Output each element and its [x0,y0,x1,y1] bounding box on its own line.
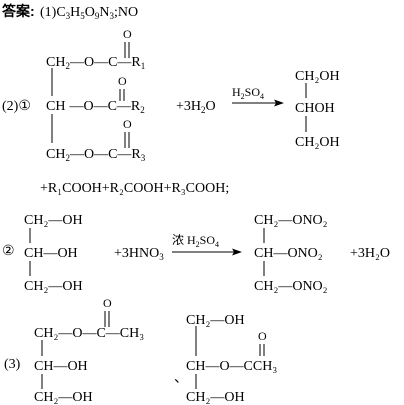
part2-label: (2)① [2,99,31,114]
carbonyl-o-3: O [123,117,132,131]
part2b-nitration: ② CH₂—OH CH—OH CH₂—OH +3HNO3 浓 H2SO4 CH₂… [2,213,390,294]
monoester2-row-1: CH₂—OH [186,313,245,328]
monoester1-row-1: CH₂—O—C—CH₃ [34,326,144,341]
monoester2-carbonyl-o: O [258,329,267,343]
monoester2-row-2: CH—O—CCH₃ [186,359,277,374]
fat-row-1: CH2—O—C—R1 [46,55,145,71]
reaction-arrowhead-1 [274,99,284,107]
water-reagent: +3H2O [176,99,216,115]
reaction-arrowhead-2 [232,248,242,256]
nitration-left-row-3: CH₂—OH [24,279,83,294]
nitration-water-product: +3H₂O [350,246,390,261]
nitration-left-row-1: CH₂—OH [24,213,83,228]
fat-row-3: CH2—O—C—R3 [46,147,146,163]
nitration-left-row-2: CH—OH [24,246,78,261]
carbonyl-o-1: O [123,27,132,41]
arrow-catalyst-1: H2SO4 [232,85,264,101]
nitration-right-row-2: CH—ONO₂ [254,246,323,261]
answer-header: 答案: (1)C3H5O9N3;NO [2,3,138,21]
carbonyl-o-2: O [118,74,127,88]
arrow-catalyst-2: 浓 H2SO4 [172,233,219,249]
part3-monoesters: (3) O CH₂—O—C—CH₃ CH—OH CH₂—OH 、 CH₂—OH … [4,296,277,405]
nitration-right-row-1: CH₂—ONO₂ [254,213,328,228]
glycerol-row-3: CH₂OH [295,135,340,150]
part2-fat-hydrolysis: (2)① O O O CH2—O—C—R1 CH—O—C—R2 CH2—O—C—… [2,27,340,196]
monoester2-row-3: CH₂—OH [186,390,245,405]
monoester1-carbonyl-o: O [103,296,112,310]
fatty-acids-products: +R₁COOH+R₂COOH+R₃COOH; [40,181,229,196]
monoester1-row-2: CH—OH [34,359,88,374]
answer-label: 答案: [2,3,35,19]
nitration-right-row-3: CH₂—ONO₂ [254,279,328,294]
monoester1-row-3: CH₂—OH [34,390,93,405]
nitric-acid-reagent: +3HNO3 [114,246,164,262]
glycerol-row-1: CH₂OH [295,69,340,84]
part3-separator: 、 [174,371,188,386]
part1-formula: (1)C3H5O9N3;NO [40,5,138,21]
fat-row-2: CH—O—C—R2 [46,99,145,115]
part2b-label: ② [2,244,15,259]
part3-label: (3) [4,357,21,372]
glycerol-row-2: CHOH [295,101,335,116]
